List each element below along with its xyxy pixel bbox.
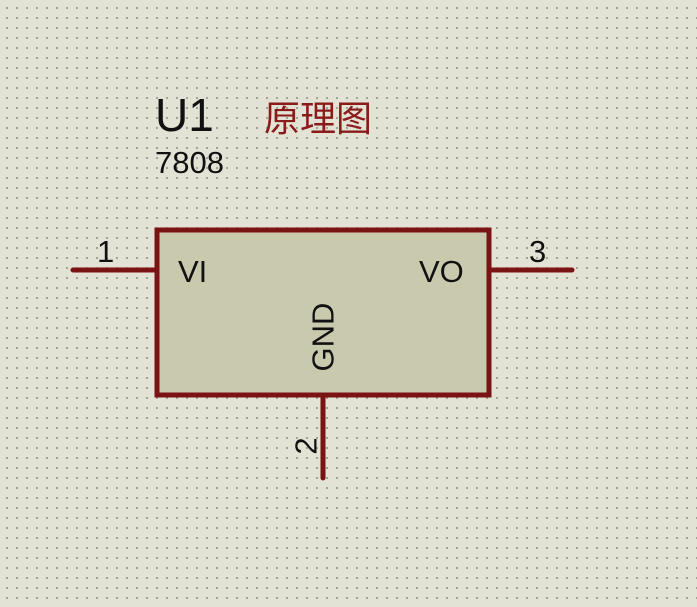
annotation-text: 原理图 xyxy=(264,99,373,140)
component-reference[interactable]: U1 xyxy=(155,89,214,141)
pin-2-number: 2 xyxy=(288,437,324,455)
component-value[interactable]: 7808 xyxy=(155,145,224,180)
regulator-body[interactable] xyxy=(154,227,492,398)
pin-3-name: VO xyxy=(419,254,464,289)
pin-3-number: 3 xyxy=(529,234,547,269)
pin-1-number: 1 xyxy=(97,234,115,269)
pin-2-name: GND xyxy=(305,302,341,372)
pin-1-name: VI xyxy=(178,254,208,289)
